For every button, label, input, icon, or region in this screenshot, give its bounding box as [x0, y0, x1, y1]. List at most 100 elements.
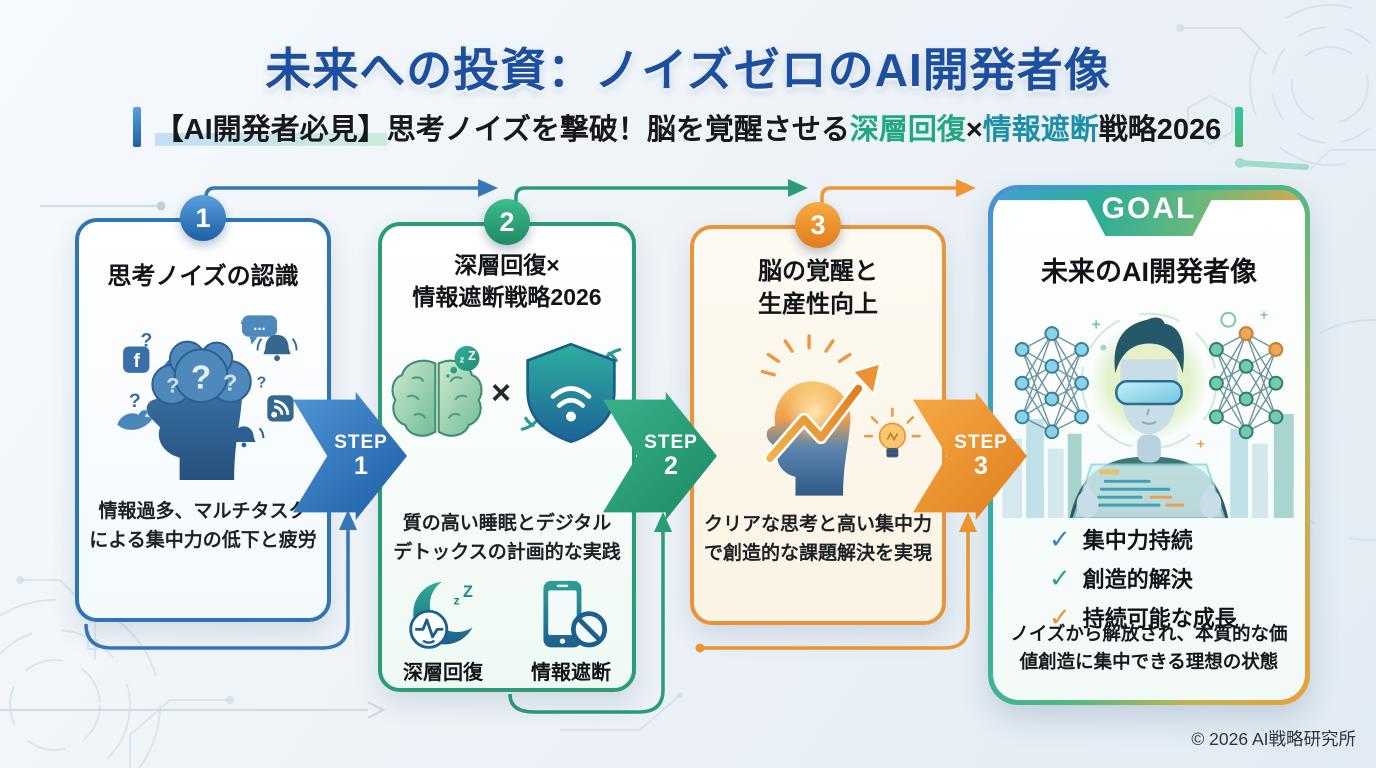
step3-description: クリアな思考と高い集中力 で創造的な課題解決を実現: [703, 514, 932, 564]
svg-text:?: ?: [191, 359, 211, 396]
awakened-mind-illustration: [760, 334, 921, 496]
neural-network-left: [1014, 326, 1090, 440]
svg-text:...: ...: [253, 318, 265, 334]
thought-cloud: [151, 340, 252, 405]
goal-card: GOAL 未来のAI開発者像: [988, 185, 1310, 705]
deep-recovery-label: 深層回復: [403, 662, 483, 684]
sleeping-brain-icon: z Z: [391, 345, 483, 437]
arrowhead-green: [788, 179, 808, 197]
connector-step2-to-step3: [514, 186, 788, 208]
check-icon: ✓: [1049, 524, 1071, 554]
page-title: 未来への投資：ノイズゼロのAI開発者像: [265, 44, 1111, 96]
goal-description: ノイズから解放され、本質的な価 値創造に集中できる理想の状態: [1010, 623, 1288, 672]
phone-block-icon: [543, 580, 608, 648]
up-arrowhead-blue: [339, 510, 357, 530]
goal-card-inner: GOAL 未来のAI開発者像: [993, 190, 1305, 700]
subtitle-keyword-deep-recovery: 深層回復: [849, 114, 966, 146]
arrowhead-blue: [478, 179, 498, 197]
svg-text:?: ?: [129, 390, 141, 412]
subtitle-bracket: 【AI開発者必見】: [154, 114, 387, 146]
svg-text:z: z: [460, 355, 465, 365]
up-arrowhead-green: [654, 512, 672, 532]
loop-step3: [700, 530, 970, 650]
deep-recovery-item: z Z 深層回復: [389, 578, 497, 685]
checklist-item: ✓ 創造的解決: [1049, 563, 1193, 593]
right-hand: [1199, 490, 1222, 518]
holographic-screen: [1072, 463, 1226, 518]
teal-accent-line: [1235, 158, 1309, 170]
step1-description: 情報過多、マルチタスク による集中力の低下と疲労: [89, 501, 317, 551]
twitter-bird-icon: [117, 410, 152, 430]
subtitle-left-accent-bar: [132, 107, 141, 147]
chat-bubble-icon: ...: [241, 315, 278, 345]
arrowhead-orange: [956, 179, 976, 197]
step3-number-badge: 3: [795, 202, 841, 248]
info-block-item: 情報遮断: [517, 578, 625, 685]
step2-number-badge: 2: [484, 199, 530, 245]
step3-card: 3 脳の覚醒と 生産性向上: [690, 202, 946, 625]
step2-title: 深層回復× 情報遮断戦略2026: [412, 252, 602, 310]
bell-icon: [256, 334, 298, 362]
subtitle-suffix: 戦略2026: [1098, 114, 1222, 146]
svg-text:z: z: [453, 594, 459, 608]
svg-text:+: +: [1260, 307, 1268, 323]
sparkles: + + +: [1092, 307, 1269, 452]
neural-network-right: [1208, 326, 1284, 440]
svg-text:?: ?: [223, 369, 237, 395]
goal-banner-label: GOAL: [1101, 192, 1197, 225]
noisy-mind-illustration: ? ? ? ? ? ? ? f ...: [117, 314, 298, 480]
subtitle-right-accent-bar: [1235, 107, 1244, 147]
up-arrowhead-orange: [959, 512, 977, 532]
checklist-item: ✓ 集中力持続: [1049, 524, 1193, 554]
copyright-text: © 2026 AI戦略研究所: [1191, 729, 1356, 749]
illustration-cross: ×: [491, 373, 511, 412]
growth-arrow: [763, 361, 882, 465]
step1-card: 1 思考ノイズの認識 ? ? ? ? ? ? ?: [75, 195, 331, 622]
connector-step3-to-goal: [820, 186, 956, 210]
zz-bubble: z Z: [446, 345, 480, 378]
svg-text:Z: Z: [463, 583, 473, 601]
left-hand: [1076, 490, 1099, 518]
svg-text:f: f: [134, 350, 141, 372]
grey-flow-line: [0, 204, 386, 719]
lightbulb-icon: [863, 407, 921, 458]
loop-step1: [84, 528, 350, 650]
future-ai-developer-illustration: + + +: [1002, 307, 1294, 518]
step2-sub-items: z Z 深層回復: [382, 578, 632, 685]
wifi-shield-icon: [520, 342, 622, 444]
svg-text:?: ?: [166, 373, 179, 397]
ar-glasses: [1115, 379, 1183, 406]
subtitle: 【AI開発者必見】思考ノイズを撃破！脳を覚醒させる深層回復×情報遮断戦略2026: [0, 106, 1376, 148]
connector-step1-to-step2: [204, 186, 478, 208]
rss-icon: [267, 395, 294, 422]
info-block-label: 情報遮断: [531, 662, 611, 684]
loop-step2: [508, 530, 665, 714]
goal-checklist: ✓ 集中力持続 ✓ 創造的解決 ✓ 持続可能な成長: [993, 523, 1305, 633]
svg-text:?: ?: [141, 330, 153, 352]
svg-text:?: ?: [257, 374, 267, 391]
subtitle-middle: 思考ノイズを撃破！脳を覚醒させる: [386, 114, 850, 146]
step3-title: 脳の覚醒と 生産性向上: [758, 258, 878, 319]
goal-title: 未来のAI開発者像: [1041, 257, 1257, 287]
svg-text:+: +: [1197, 436, 1205, 452]
hair: [1114, 317, 1184, 374]
step1-title: 思考ノイズの認識: [107, 263, 299, 290]
checklist-item: ✓ 持続可能な成長: [1049, 602, 1237, 632]
step1-number-badge: 1: [180, 195, 226, 241]
subtitle-cross: ×: [965, 114, 983, 146]
moon-sleep-icon: z Z: [409, 581, 473, 649]
subtitle-keyword-info-block: 情報遮断: [982, 114, 1099, 146]
ringing-bell-icon: [223, 426, 265, 448]
svg-text:+: +: [1092, 317, 1101, 334]
svg-text:Z: Z: [468, 349, 476, 363]
subtitle-text: 【AI開発者必見】思考ノイズを撃破！脳を覚醒させる深層回復×情報遮断戦略2026: [154, 106, 1222, 148]
wifi-arcs: [550, 386, 592, 408]
facebook-icon: f: [123, 346, 150, 373]
sun-rays: [760, 334, 852, 377]
step2-card: 2 深層回復× 情報遮断戦略2026: [378, 199, 636, 692]
brain-and-shield-illustration: z Z ×: [382, 332, 632, 454]
loop-start-dot: [695, 643, 705, 653]
check-icon: ✓: [1049, 602, 1071, 632]
